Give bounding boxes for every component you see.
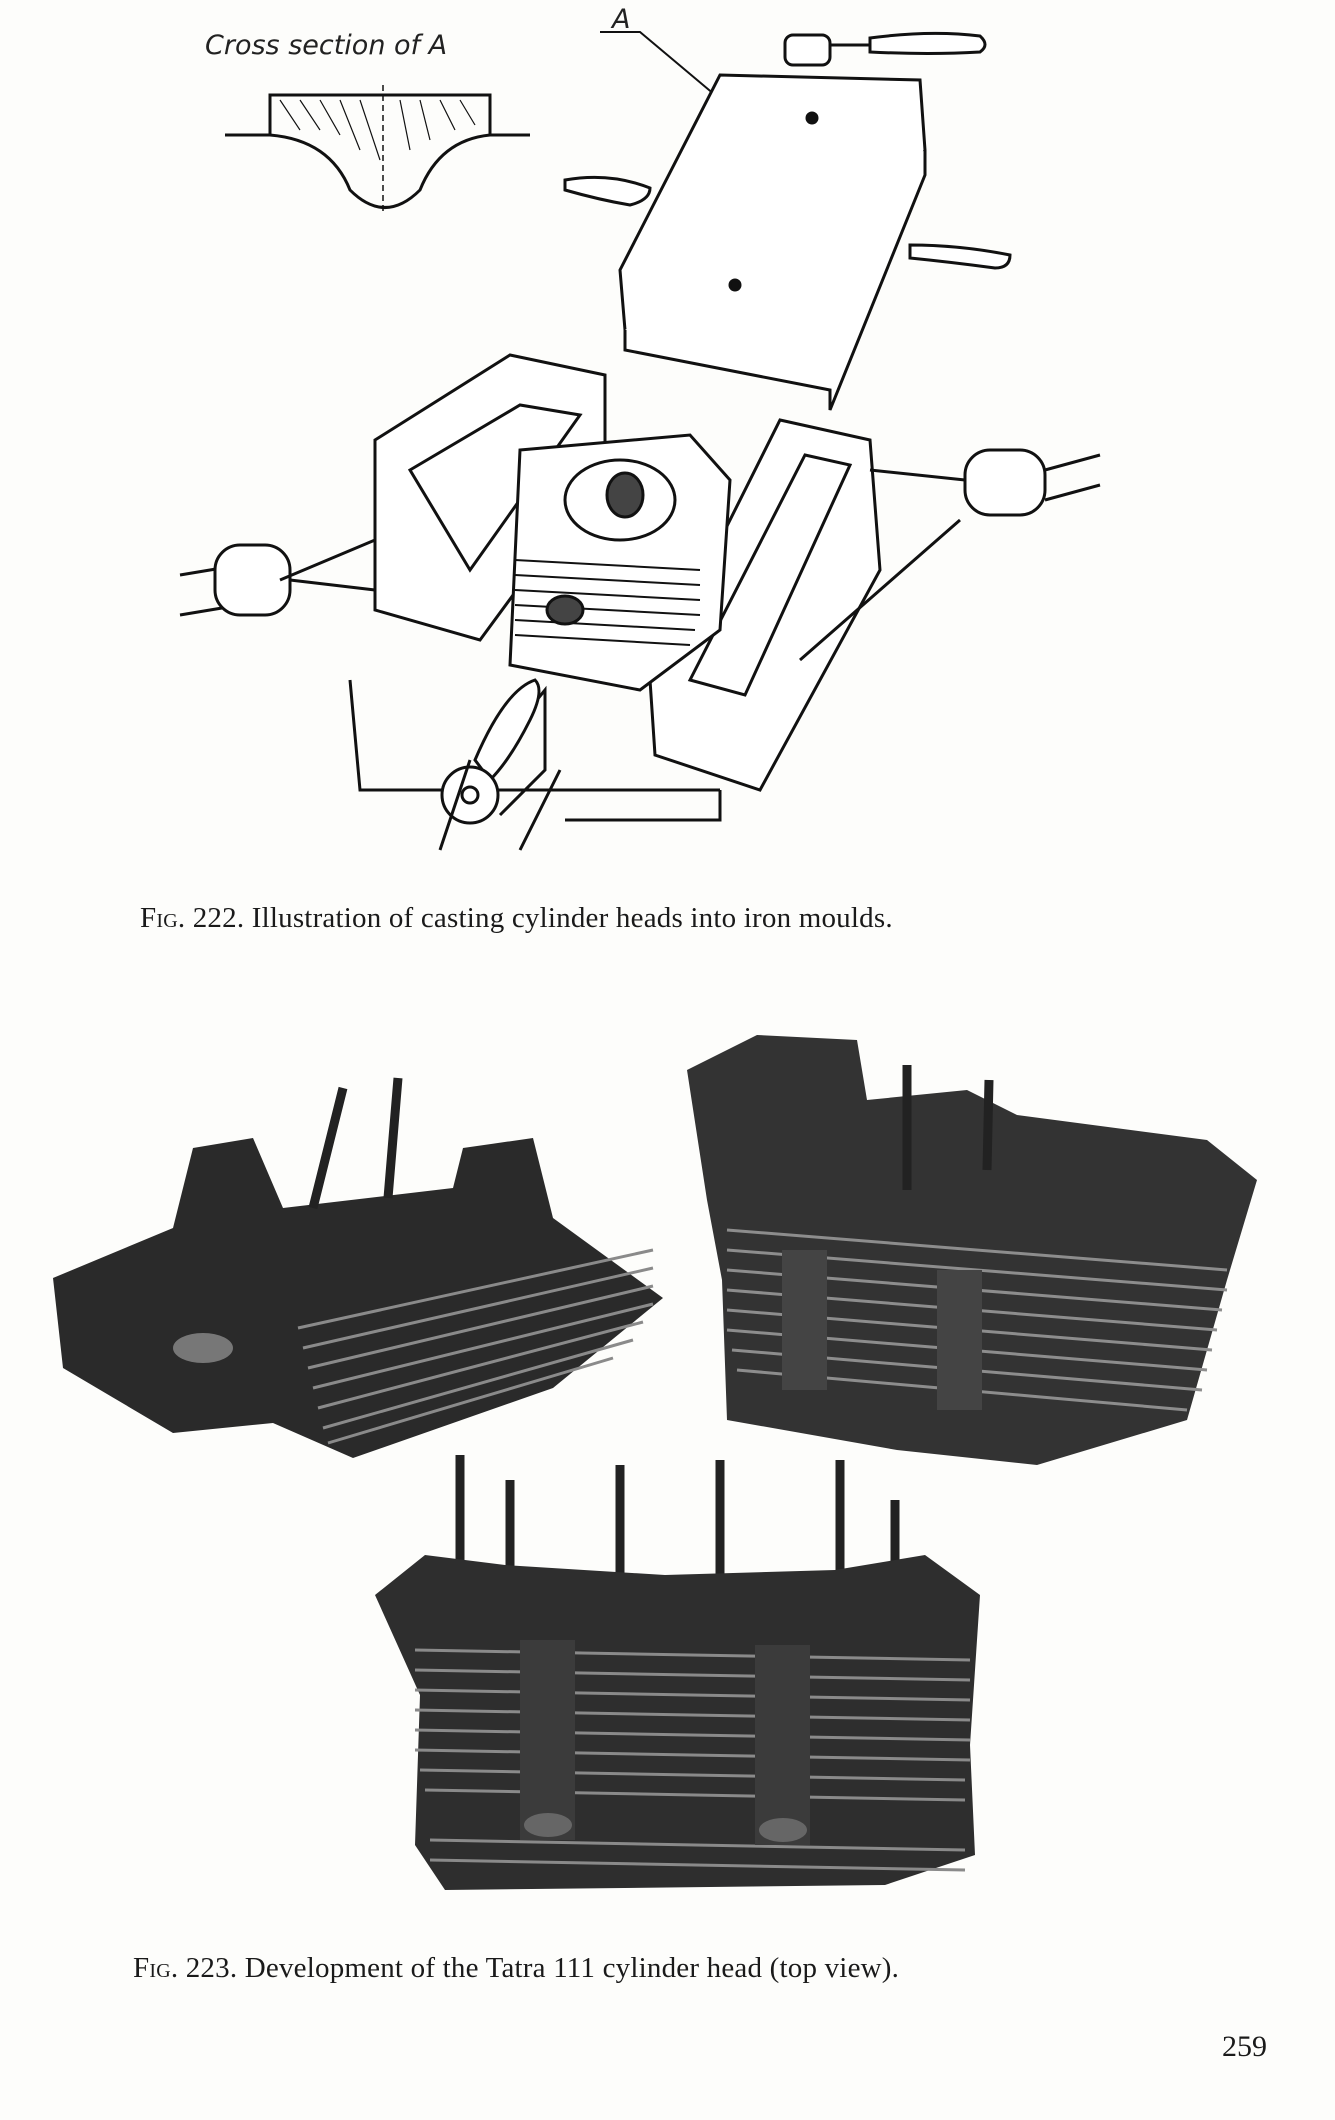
figure-223-label: Fig. 223. [133, 1952, 238, 1984]
page-number: 259 [1222, 2030, 1267, 2063]
cylinder-head-photo-final [365, 1445, 990, 1895]
figure-222-caption: Fig. 222. Illustration of casting cylind… [140, 902, 893, 935]
figure-222-caption-text: Illustration of casting cylinder heads i… [251, 902, 893, 934]
figure-222-label: Fig. 222. [140, 902, 245, 934]
cross-section-label: Cross section of A [205, 30, 448, 61]
cylinder-head-photo-early [33, 1028, 673, 1458]
part-a-label: A [612, 4, 631, 35]
figure-223-caption-text: Development of the Tatra 111 cylinder he… [244, 1952, 900, 1984]
figure-222-drawing: Cross section of A A [0, 0, 1335, 870]
figure-223-caption: Fig. 223. Development of the Tatra 111 c… [133, 1952, 899, 1985]
mould-illustration [179, 31, 1101, 851]
cylinder-head-photo-intermediate [667, 1020, 1267, 1465]
